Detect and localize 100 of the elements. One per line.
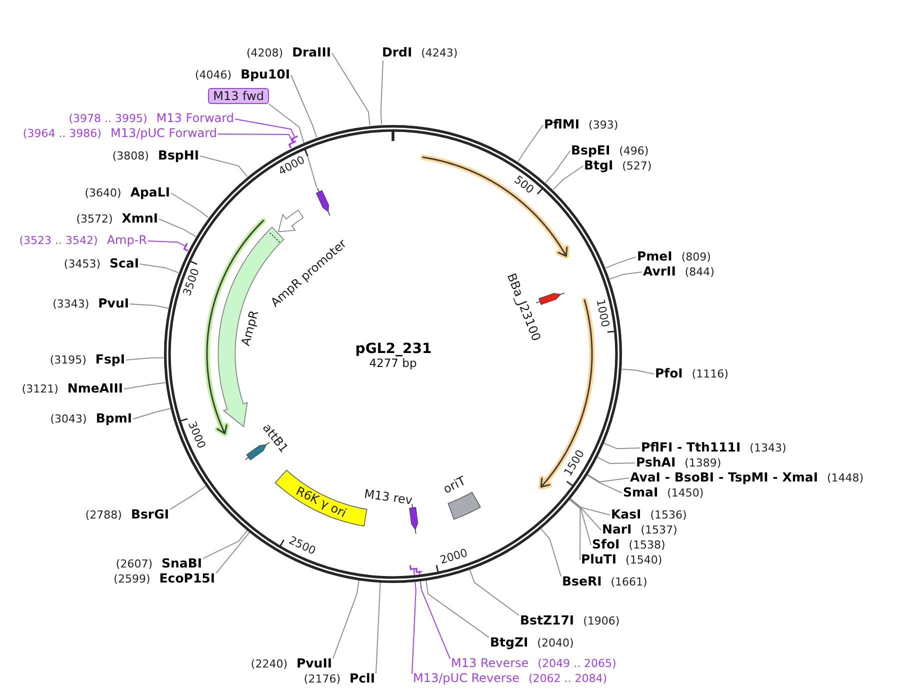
enzyme-name: AvrII (643, 263, 676, 278)
enzyme-name: EcoP15I (159, 570, 215, 586)
leader-line (202, 530, 248, 559)
leader-line (130, 304, 169, 309)
primer-name: M13 Reverse (451, 656, 529, 670)
cut-position: (3195) (50, 353, 86, 367)
leader-line (609, 272, 642, 280)
cut-position: (3640) (84, 186, 122, 200)
enzyme-name: ScaI (110, 255, 139, 270)
scale-label: 1000 (593, 298, 611, 328)
leader-line (426, 580, 490, 638)
cut-position: (1540) (626, 553, 662, 567)
leader-line (586, 474, 622, 494)
cut-position: (4046) (195, 68, 232, 82)
leader-line (418, 572, 450, 660)
cut-position: (4243) (421, 46, 458, 60)
leader-line (380, 60, 384, 125)
cut-position: (1448) (826, 471, 864, 485)
leader-line (158, 218, 196, 238)
leader-line (376, 582, 381, 674)
cut-position: (496) (619, 144, 649, 158)
leader-line (587, 474, 630, 482)
primer-range: (3964 .. 3986) (22, 126, 102, 140)
leader-line (570, 498, 610, 516)
enzyme-name: AvaI - BsoBI - TspMI - XmaI (630, 469, 818, 484)
leader-line (140, 264, 179, 274)
enzyme-name: BpmI (96, 410, 132, 426)
enzyme-name: DraIII (292, 44, 331, 60)
leader-line (545, 150, 570, 183)
arrow-icon (314, 186, 331, 217)
scale-label: 3000 (185, 420, 208, 451)
cut-position: (3453) (64, 257, 100, 271)
cut-position: (3808) (112, 149, 149, 163)
enzyme-name: PmeI (637, 248, 672, 264)
leader-line (234, 118, 295, 138)
cut-position: (2240) (250, 657, 288, 671)
cut-position: (2040) (537, 636, 574, 650)
feature-label: M13 rev (362, 486, 414, 508)
feature-tag: M13 fwd (208, 88, 269, 104)
leader-line (604, 442, 640, 450)
leader-line (469, 569, 520, 616)
leader-line (290, 74, 318, 138)
enzyme-name: FspI (95, 351, 125, 366)
scale-label: 4000 (276, 154, 307, 178)
cut-position: (527) (622, 159, 652, 173)
cut-position: (1537) (640, 523, 678, 537)
cut-position: (1536) (650, 508, 687, 522)
leader-line (126, 357, 164, 360)
leader-line (170, 192, 209, 218)
cut-position: (1450) (667, 486, 704, 500)
cut-position: (4208) (246, 46, 284, 60)
enzyme-name: BsrGI (130, 506, 169, 522)
cut-position: (2788) (85, 508, 122, 522)
leader-line (332, 580, 360, 659)
leader-line (518, 124, 544, 162)
leader-line (412, 569, 416, 674)
cut-position: (3343) (52, 297, 90, 311)
enzyme-name: XmnI (122, 210, 158, 226)
primer-range: (3523 .. 3542) (19, 234, 98, 247)
enzyme-name: BtgZI (490, 634, 528, 650)
enzyme-name: KasI (611, 506, 642, 522)
leader-line (216, 532, 250, 574)
enzyme-name: NarI (602, 521, 632, 536)
cut-position: (1116) (692, 367, 728, 381)
feature-label: R6K γ ori (294, 484, 348, 520)
enzyme-name: PvuI (98, 295, 129, 310)
leader-line (605, 256, 636, 268)
bracket-icon (408, 564, 418, 570)
leader-line (148, 240, 186, 246)
enzyme-name: DrdI (382, 44, 412, 60)
cut-position: (844) (684, 265, 714, 279)
cut-position: (2599) (114, 572, 150, 586)
feature-label: AmpR (238, 308, 262, 348)
cut-position: (809) (681, 250, 711, 264)
leader-line (200, 156, 248, 178)
cut-position: (1906) (583, 614, 620, 628)
leader-line (621, 368, 654, 374)
scale-label: 3500 (182, 267, 203, 298)
leader-line (170, 486, 206, 510)
leader-line (218, 134, 293, 142)
primer-name: M13 Forward (156, 110, 234, 126)
cut-position: (2607) (116, 557, 152, 571)
primer-name: Amp-R (106, 232, 147, 248)
scale-label: 500 (512, 174, 536, 197)
enzyme-name: NmeAIII (67, 380, 123, 396)
enzyme-name: BtgI (584, 157, 614, 172)
enzyme-name: PluTI (581, 551, 617, 566)
enzyme-name: PfoI (655, 365, 683, 380)
enzyme-name: SfoI (592, 536, 620, 552)
cut-position: (393) (588, 118, 618, 132)
cut-position: (1389) (684, 456, 722, 470)
leader-line (132, 408, 171, 420)
enzyme-name: BstZ17I (520, 612, 574, 628)
plasmid-length: 4277 bp (369, 357, 417, 371)
cut-position: (3121) (22, 382, 58, 396)
enzyme-name: PflMI (544, 116, 580, 132)
enzyme-name: BspHI (158, 147, 199, 162)
bracket-icon (290, 134, 299, 144)
leader-line (124, 382, 166, 390)
leader-line (332, 52, 370, 126)
